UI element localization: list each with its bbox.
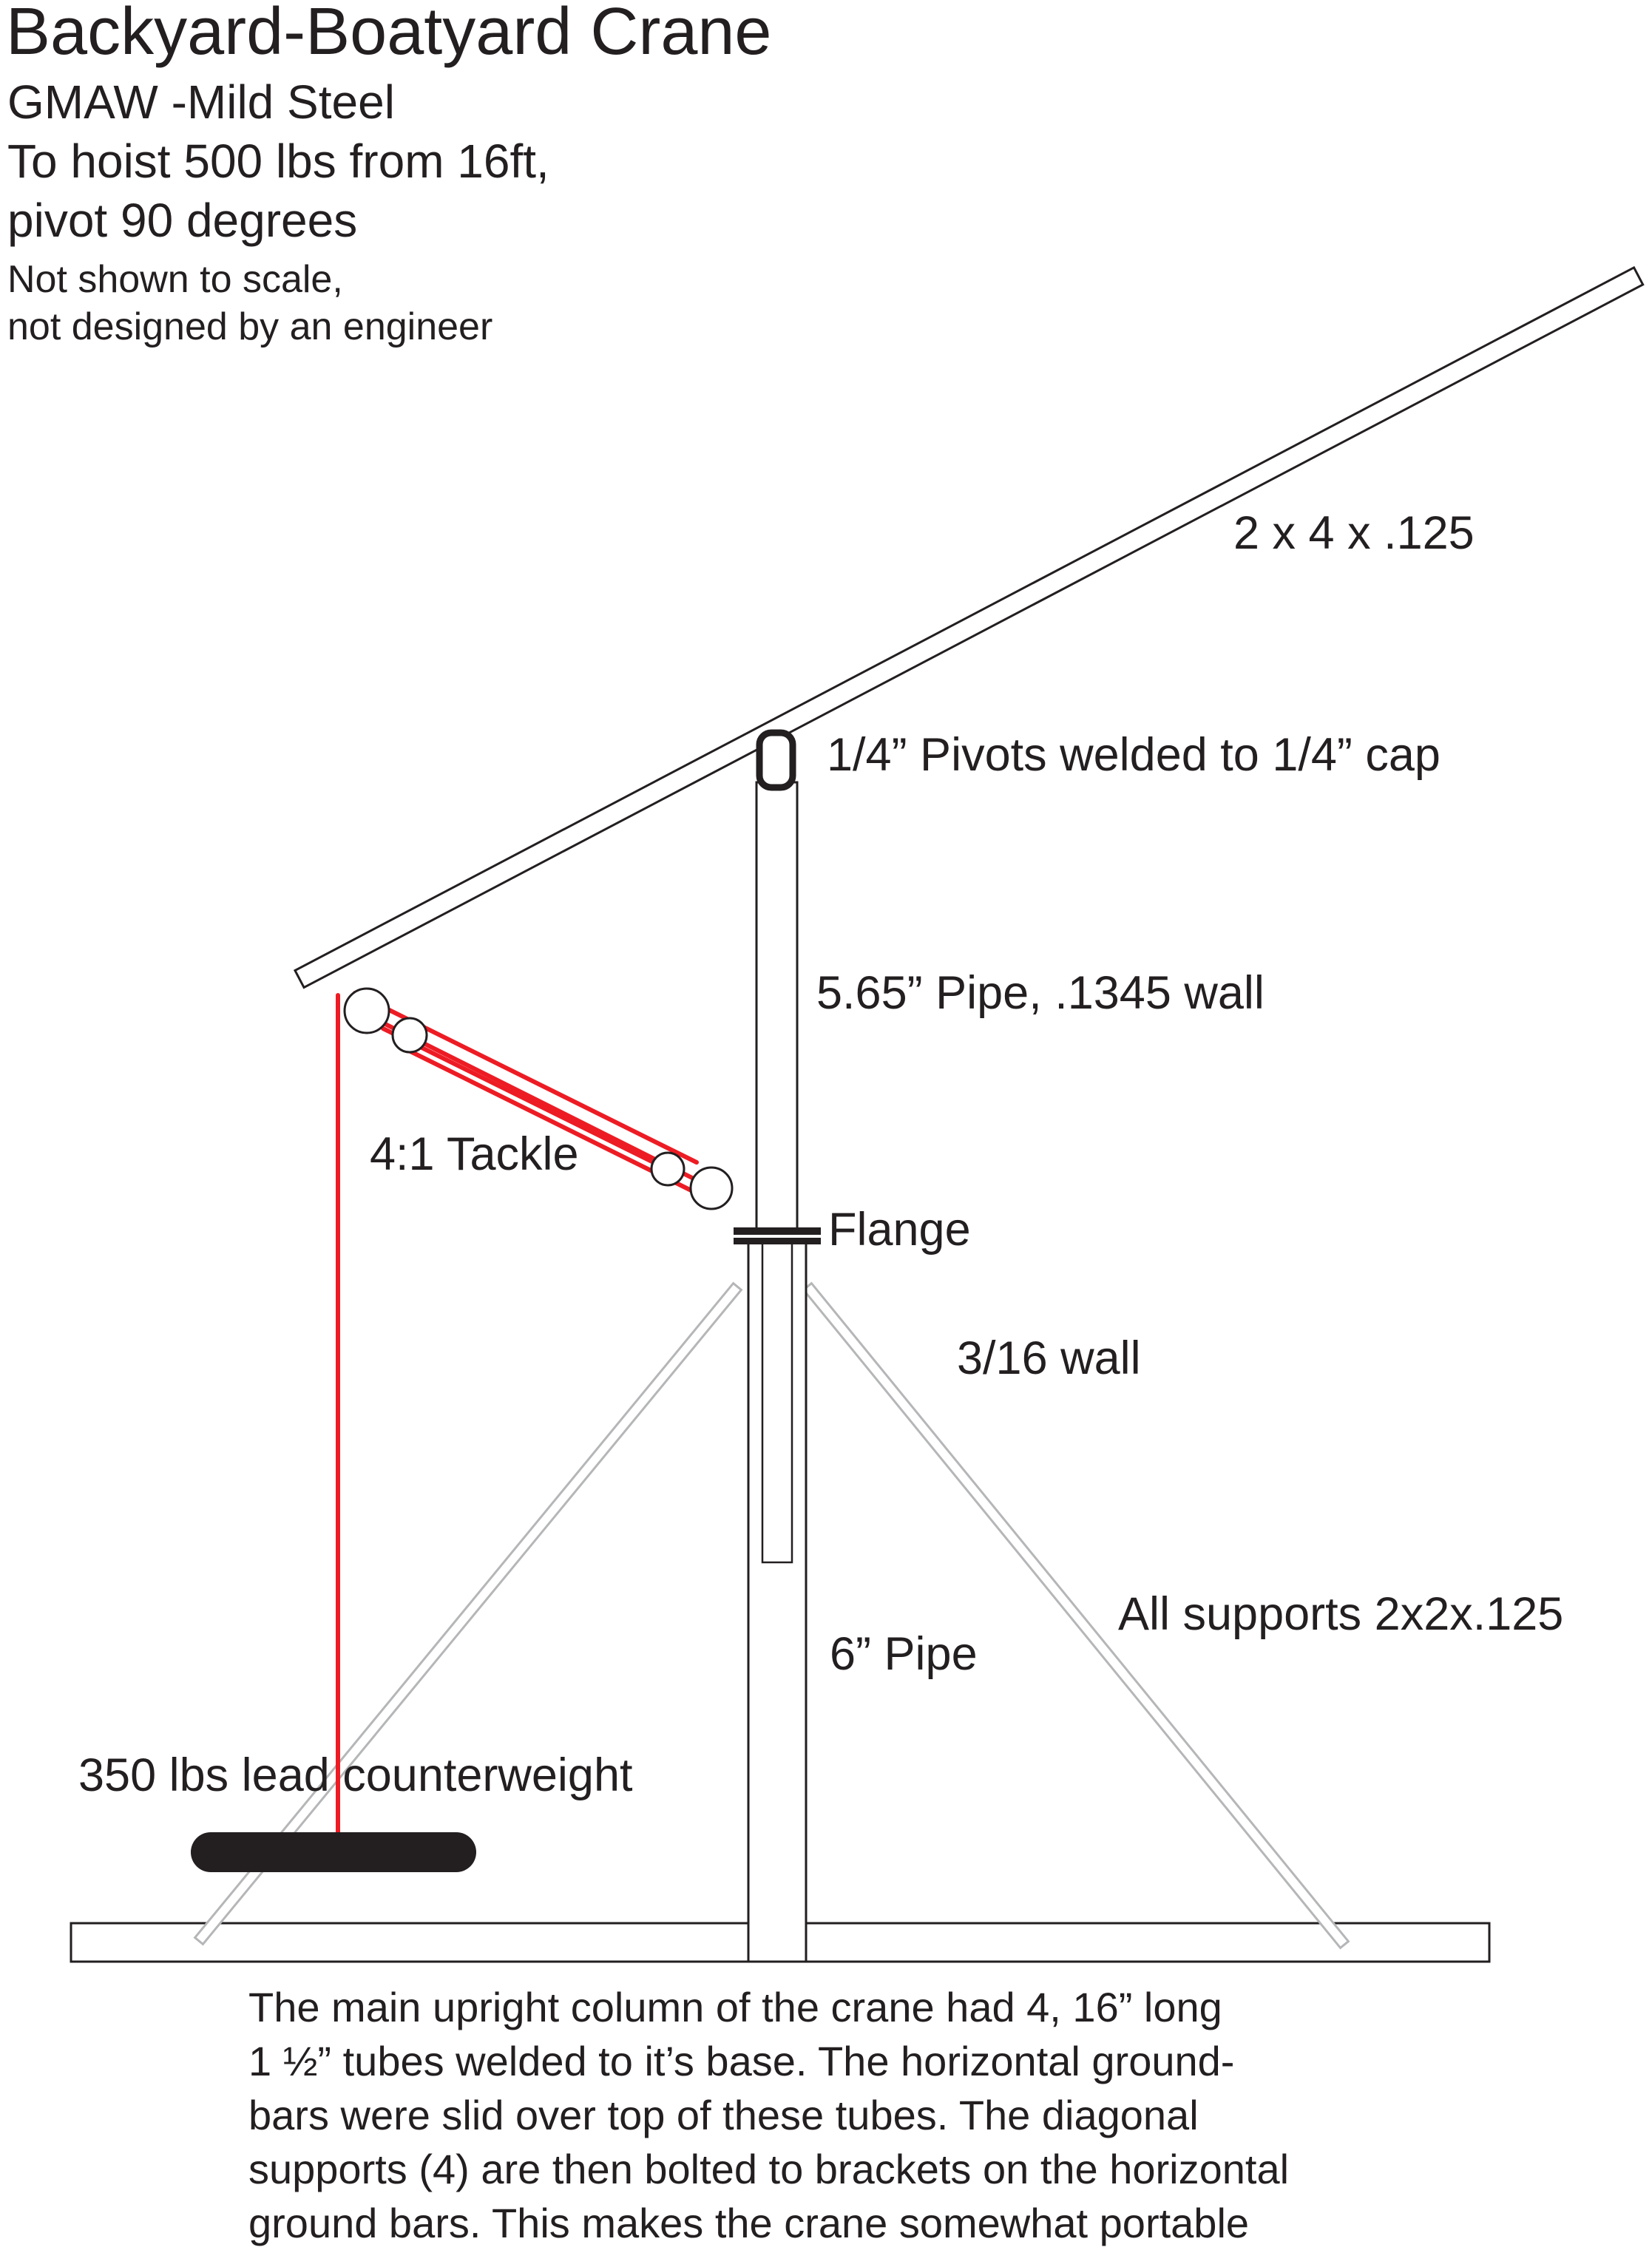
pulley-circle-2 [391, 1017, 428, 1054]
pulley-circle-1 [343, 987, 390, 1034]
footer-line-2: 1 ½” tubes welded to it’s base. The hori… [248, 2038, 1235, 2084]
pulley-circle-4 [689, 1166, 734, 1210]
boom-shape [293, 265, 1645, 989]
page-title: Backyard-Boatyard Crane [6, 0, 772, 69]
upper-mast-shape [755, 781, 799, 1232]
note-scale: Not shown to scale, [7, 258, 343, 301]
boom-size-label: 2 x 4 x .125 [1233, 507, 1475, 559]
left-support-shape [193, 1281, 743, 1946]
note-engineer: not designed by an engineer [7, 305, 493, 348]
footer-line-5: ground bars. This makes the crane somewh… [248, 2200, 1250, 2246]
flange-label: Flange [828, 1204, 971, 1256]
tackle-label: 4:1 Tackle [370, 1128, 579, 1180]
wall-thickness-label: 3/16 wall [957, 1332, 1141, 1384]
flange-plate-bottom-shape [734, 1238, 821, 1244]
footer-paragraph: The main upright column of the crane had… [248, 1980, 1289, 2250]
counterweight-label: 350 lbs lead counterweight [78, 1749, 633, 1801]
pivot-label: 1/4” Pivots welded to 1/4” cap [827, 729, 1441, 781]
counterweight-shape [191, 1832, 476, 1872]
footer-line-4: supports (4) are then bolted to brackets… [248, 2146, 1290, 2192]
pulley-circle-3 [650, 1151, 685, 1187]
supports-label: All supports 2x2x.125 [1118, 1588, 1564, 1640]
inner-pipe-shape [761, 1238, 793, 1564]
footer-line-1: The main upright column of the crane had… [248, 1984, 1222, 2030]
subtitle-capacity: To hoist 500 lbs from 16ft, [7, 135, 549, 188]
subtitle-pivot: pivot 90 degrees [7, 194, 358, 247]
pivot-cap-shape [756, 729, 796, 791]
subtitle-process: GMAW -Mild Steel [7, 75, 395, 129]
lower-pipe-label: 6” Pipe [830, 1628, 978, 1680]
footer-line-3: bars were slid over top of these tubes. … [248, 2092, 1199, 2138]
flange-plate-top-shape [734, 1227, 821, 1235]
upper-pipe-label: 5.65” Pipe, .1345 wall [816, 967, 1265, 1019]
tackle-line-3 [381, 1026, 681, 1177]
